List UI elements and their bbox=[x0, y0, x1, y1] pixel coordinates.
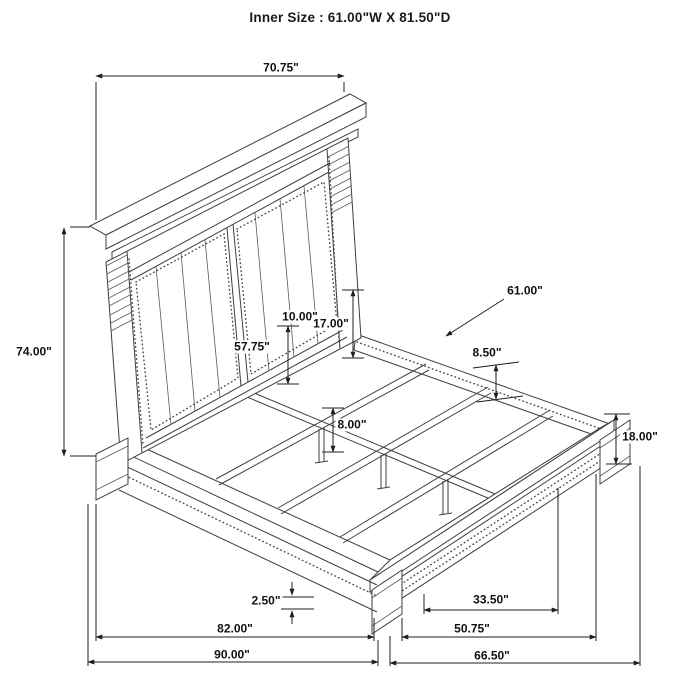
headboard-foot bbox=[95, 437, 129, 501]
center-rail-legs bbox=[314, 427, 453, 516]
dim-50-75-line bbox=[401, 474, 597, 641]
dim-90-00-line bbox=[87, 504, 379, 666]
page-title: Inner Size : 61.00"W X 81.50"D bbox=[249, 10, 451, 25]
pilaster-fluting bbox=[105, 145, 353, 332]
dim-label-leg-height: 8.00" bbox=[335, 417, 369, 432]
dim-label-17: 17.00" bbox=[311, 316, 351, 331]
dim-2-50-line bbox=[281, 582, 314, 624]
dim-57-75-10-00-line bbox=[277, 325, 299, 385]
dim-label-headboard-height: 74.00" bbox=[14, 344, 54, 359]
near-side-rail bbox=[118, 451, 379, 613]
dim-8-50-line bbox=[472, 361, 524, 403]
dim-70-75-line bbox=[95, 73, 345, 220]
dim-label-frame-length: 82.00" bbox=[215, 621, 255, 636]
dim-label-rail-thickness: 2.50" bbox=[249, 593, 283, 608]
dim-label-headboard-width: 70.75" bbox=[261, 60, 301, 75]
leader-61-00-line bbox=[445, 298, 505, 337]
dim-label-overall-length: 90.00" bbox=[212, 647, 252, 662]
dim-label-footboard-inner: 50.75" bbox=[452, 621, 492, 636]
dim-label-rail-height: 8.50" bbox=[470, 345, 504, 360]
dimension-lines bbox=[61, 73, 641, 666]
dim-17-00-line bbox=[342, 289, 364, 359]
dim-label-footboard-width: 66.50" bbox=[472, 648, 512, 663]
dim-label-10: 10.00" bbox=[280, 309, 320, 324]
dim-82-00-line bbox=[95, 504, 375, 641]
dim-8-00-line bbox=[322, 407, 344, 453]
dim-label-panel-width: 57.75" bbox=[232, 339, 272, 354]
dim-33-50-line bbox=[423, 488, 559, 614]
dim-label-footboard-height: 18.00" bbox=[620, 429, 660, 444]
dim-18-00-line bbox=[604, 413, 632, 465]
dim-66-50-line bbox=[389, 466, 641, 666]
footboard bbox=[369, 419, 623, 615]
dim-74-00-line bbox=[61, 226, 96, 457]
headboard-panel bbox=[105, 137, 362, 465]
dim-label-inner-width: 61.00" bbox=[505, 283, 545, 298]
dim-label-foot-span: 33.50" bbox=[471, 592, 511, 607]
